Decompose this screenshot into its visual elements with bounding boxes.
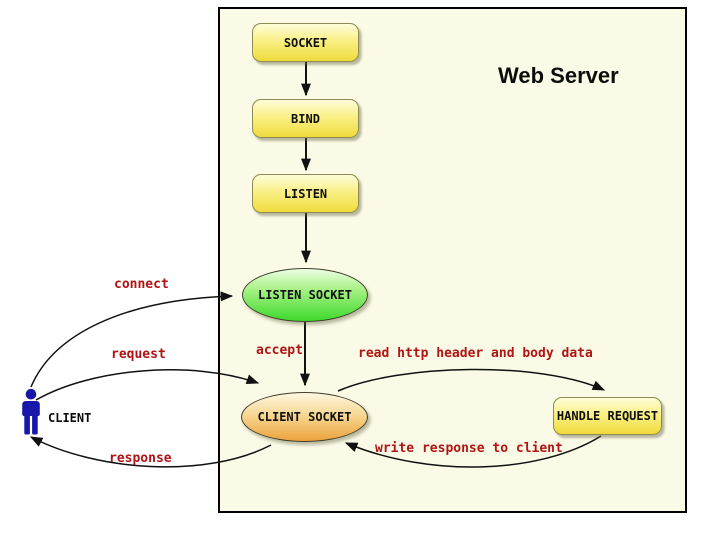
- client-label: CLIENT: [48, 411, 92, 425]
- client-person-icon: [22, 388, 40, 435]
- node-listen: LISTEN: [252, 174, 359, 213]
- accept-edge-label: accept: [256, 343, 303, 358]
- diagram-title: Web Server: [498, 63, 619, 88]
- request-edge-label: request: [111, 347, 166, 362]
- connect-arrow: [30, 291, 234, 388]
- response-edge-label: response: [109, 451, 172, 466]
- connect-edge-label: connect: [114, 277, 169, 292]
- write-edge-label: write response to client: [375, 441, 563, 456]
- node-client-socket: CLIENT SOCKET: [241, 392, 368, 442]
- node-listen-socket: LISTEN SOCKET: [242, 268, 368, 322]
- node-bind: BIND: [252, 99, 359, 138]
- read-edge-label: read http header and body data: [358, 346, 593, 361]
- node-handle-request: HANDLE REQUEST: [553, 397, 662, 435]
- node-socket: SOCKET: [252, 23, 359, 62]
